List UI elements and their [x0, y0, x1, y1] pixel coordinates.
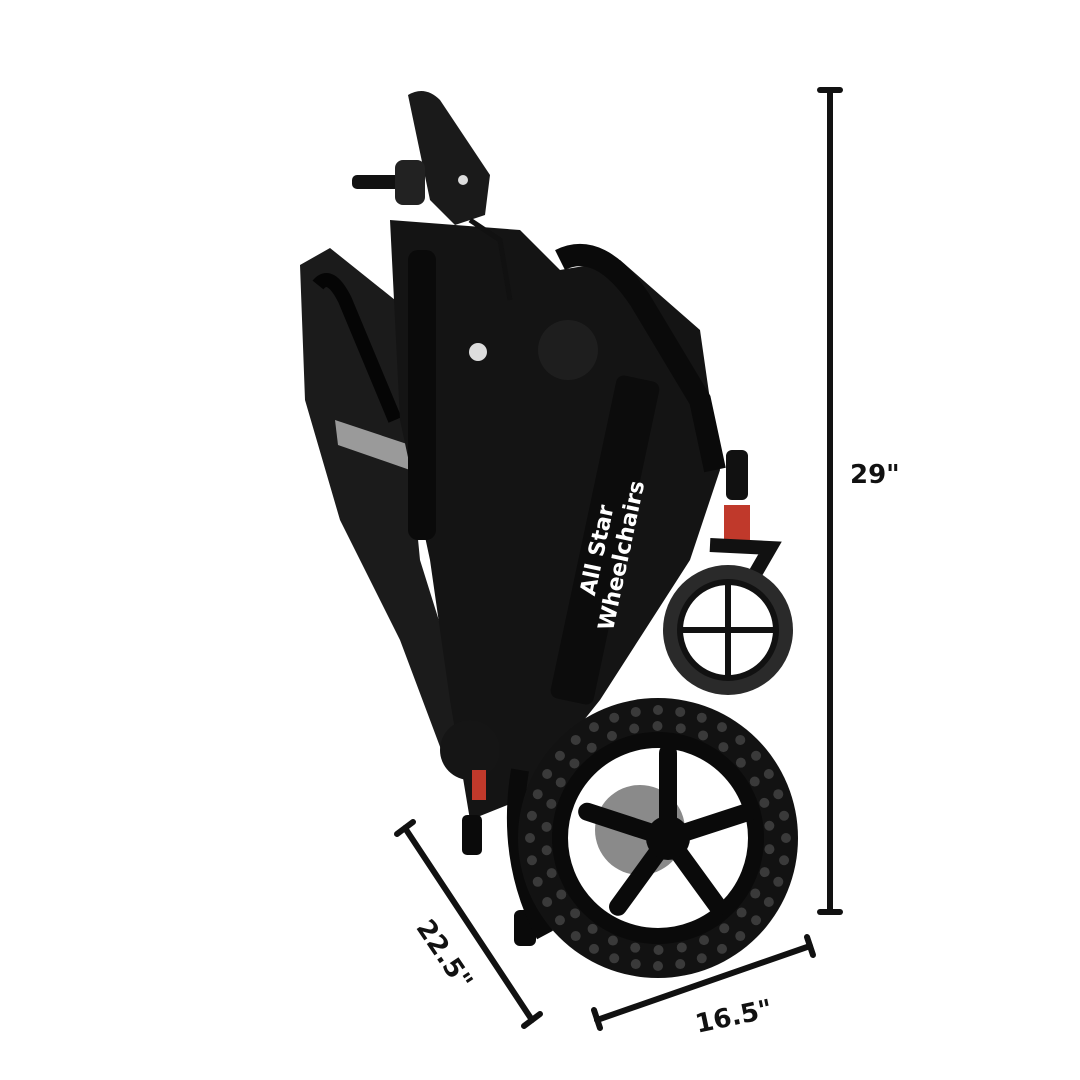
- reflector-strip: [335, 420, 410, 470]
- tread-hole: [759, 867, 770, 878]
- tread-hole: [589, 722, 599, 733]
- tread-hole: [541, 845, 552, 856]
- dimension-lines: [394, 87, 843, 1031]
- tread-hole: [699, 935, 710, 946]
- tread-hole: [773, 789, 784, 800]
- suspension-spring: [724, 505, 750, 543]
- tread-hole: [542, 769, 553, 779]
- tread-hole: [675, 959, 686, 970]
- tread-hole: [717, 943, 727, 954]
- tread-hole: [735, 757, 746, 768]
- tread-hole: [736, 907, 747, 918]
- tread-hole: [526, 855, 537, 866]
- bolt: [469, 343, 487, 361]
- rear-spring: [472, 770, 486, 800]
- width-dimension-line: [594, 943, 813, 1023]
- tread-hole: [589, 943, 599, 954]
- tread-hole: [630, 942, 641, 953]
- tread-hole: [773, 876, 784, 887]
- backrest: [300, 248, 470, 760]
- tread-hole: [735, 931, 746, 942]
- tread-hole: [764, 820, 775, 831]
- tread-hole: [696, 712, 707, 723]
- tread-hole: [546, 868, 557, 879]
- tread-hole: [781, 833, 791, 843]
- tread-hole: [570, 931, 581, 942]
- rear-small-wheel: [440, 720, 500, 780]
- tread-hole: [764, 844, 775, 855]
- tread-hole: [586, 742, 597, 753]
- tread-hole: [698, 730, 709, 741]
- frame-bar: [550, 375, 660, 705]
- tread-hole: [779, 855, 790, 866]
- tread-hole: [718, 742, 729, 753]
- tread-hole: [541, 821, 552, 832]
- tread-hole: [630, 959, 641, 970]
- joystick-controller: [352, 91, 513, 301]
- tread-hole: [717, 722, 727, 733]
- tread-hole: [763, 897, 774, 907]
- height-label: 29": [850, 460, 900, 490]
- tread-hole: [607, 935, 618, 946]
- tread-hole: [570, 734, 581, 745]
- tread-hole: [629, 723, 640, 734]
- tread-hole: [653, 705, 663, 715]
- tread-hole: [570, 908, 581, 919]
- tread-hole: [675, 723, 686, 734]
- tread-hole: [630, 706, 641, 717]
- depth-dimension-line: [402, 825, 535, 1023]
- tread-hole: [556, 889, 567, 900]
- tread-hole: [542, 897, 553, 907]
- tread-hole: [606, 730, 617, 741]
- tread-hole: [751, 750, 762, 761]
- tread-hole: [525, 833, 535, 843]
- tread-hole: [532, 876, 543, 887]
- tread-hole: [554, 750, 565, 761]
- rear-wheel: [506, 698, 798, 978]
- tread-hole: [652, 721, 663, 732]
- armrest: [408, 250, 436, 540]
- tread-hole: [546, 798, 557, 809]
- tread-hole: [653, 944, 664, 955]
- tread-hole: [735, 734, 746, 745]
- front-caster-wheel: [663, 450, 793, 695]
- tread-hole: [569, 758, 580, 769]
- frame-body: [390, 220, 720, 820]
- tread-hole: [555, 777, 566, 788]
- tread-hole: [779, 810, 790, 821]
- tread-hole: [609, 953, 620, 964]
- tread-hole: [587, 923, 598, 934]
- tread-hole: [554, 915, 565, 926]
- tread-hole: [526, 810, 537, 821]
- tread-hole: [763, 769, 774, 779]
- tread-hole: [675, 706, 686, 717]
- tread-hole: [719, 923, 730, 934]
- tread-hole: [532, 789, 543, 800]
- tread-hole: [696, 953, 707, 964]
- front-armrest: [555, 244, 726, 473]
- anti-tip-leg: [462, 815, 482, 855]
- tread-hole: [759, 797, 770, 808]
- tread-hole: [653, 961, 663, 971]
- folding-hinge: [538, 320, 598, 380]
- tread-hole: [751, 915, 762, 926]
- tread-hole: [609, 712, 620, 723]
- tread-hole: [676, 942, 687, 953]
- tread-hole: [749, 776, 760, 787]
- tread-hole: [750, 888, 761, 899]
